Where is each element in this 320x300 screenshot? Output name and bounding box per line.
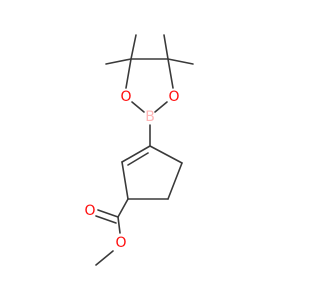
bond-carbonyl-o [117, 216, 121, 234]
bond-methyl-1 [105, 58, 132, 65]
bond-carbonyl-double-a [97, 209, 119, 218]
carbonyl-oxygen-label: O [84, 203, 95, 219]
molecule-structure: O O B O O [84, 34, 194, 266]
bond-ring-double-a [121, 145, 151, 163]
ester-oxygen-label: O [115, 235, 126, 251]
bond-c-o-left [125, 58, 132, 89]
bond-ring-1 [149, 145, 183, 164]
bond-ring-double-b [127, 152, 149, 166]
bond-c-o-right [167, 58, 174, 89]
ring-oxygen-left-label: O [120, 89, 131, 105]
ring-oxygen-right-label: O [168, 89, 179, 105]
atom-label-layer: O O B O O [84, 89, 179, 251]
bond-ring-4 [121, 161, 129, 200]
bond-ring-2 [167, 162, 183, 200]
bond-methyl-2 [130, 34, 137, 60]
bond-methyl-4 [167, 58, 194, 65]
bond-ring-carbonyl [117, 198, 129, 218]
bond-carbonyl-double-b [95, 215, 117, 224]
bond-methyl-3 [163, 34, 169, 60]
bond-o-b-left [131, 101, 145, 113]
bond-o-methyl [95, 250, 114, 266]
boron-label: B [145, 109, 155, 125]
bond-layer [95, 34, 194, 266]
bond-o-b-right [154, 101, 168, 113]
